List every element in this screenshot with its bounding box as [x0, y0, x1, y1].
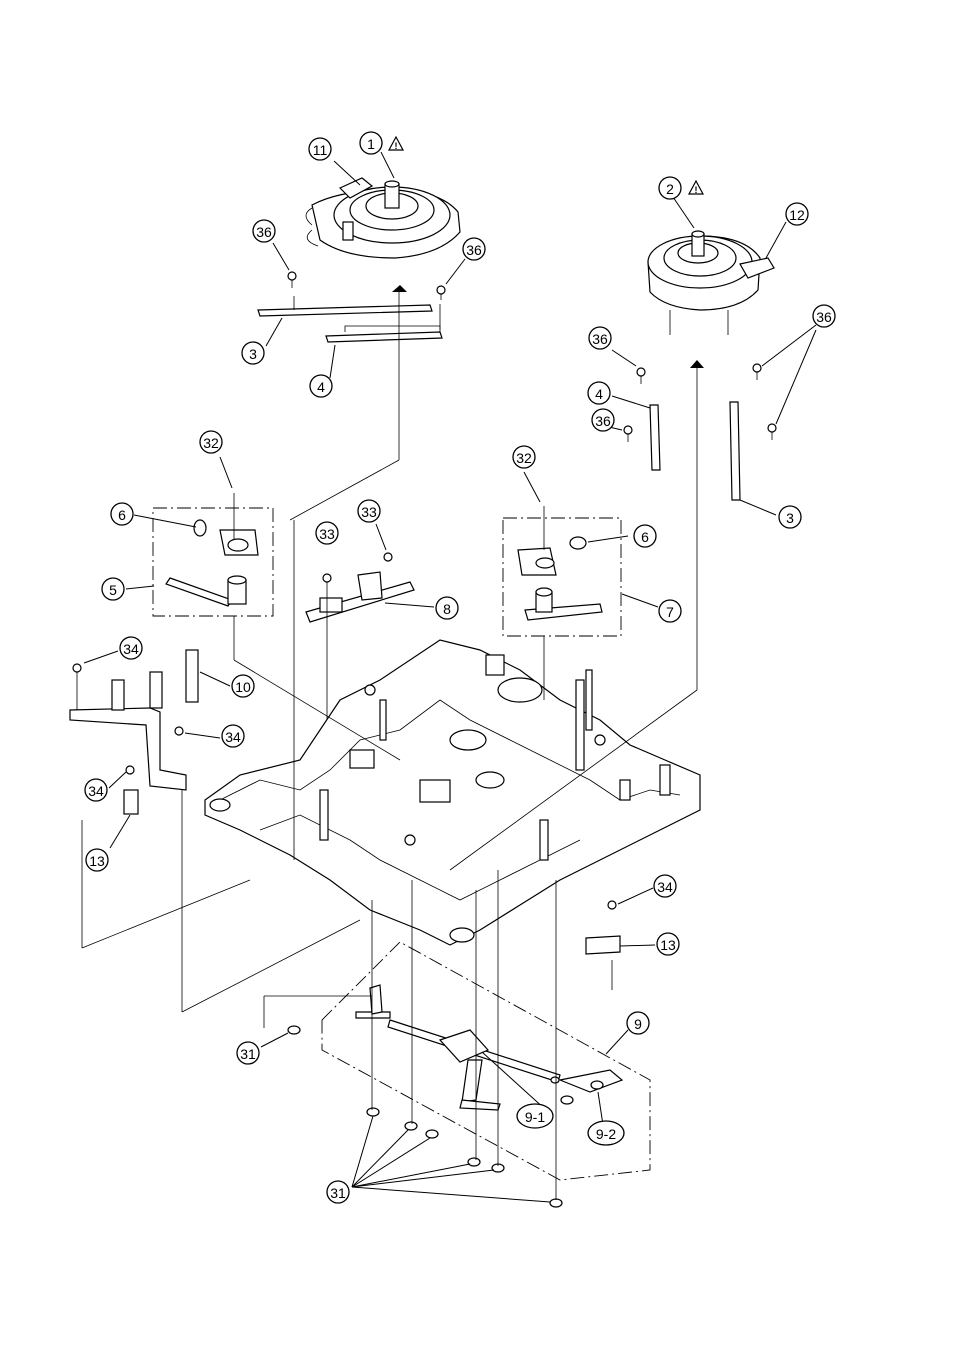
belts-vertical [650, 360, 740, 690]
callout-13a: 13 [86, 849, 108, 871]
reel-motor-left [306, 178, 460, 258]
assembly-box-5 [153, 493, 273, 616]
callout-12: 12 [786, 203, 808, 225]
callout-3b: 3 [779, 506, 801, 528]
callout-4b: 4 [588, 382, 610, 404]
callout-number: 8 [443, 601, 451, 617]
callout-33a: 33 [316, 522, 338, 544]
callout-number: 36 [592, 331, 608, 347]
callout-9-1: 9-1 [517, 1104, 553, 1128]
callout-1: 1 [360, 132, 382, 154]
callout-number: 10 [235, 679, 251, 695]
callout-number: 13 [660, 937, 676, 953]
callout-34a: 34 [120, 637, 142, 659]
callout-36d: 36 [813, 305, 835, 327]
callout-number: 34 [123, 641, 139, 657]
callout-32b: 32 [513, 446, 535, 468]
callout-11: 11 [309, 138, 331, 160]
callout-36b: 36 [463, 238, 485, 260]
callout-31b: 31 [327, 1181, 349, 1203]
callout-7: 7 [659, 600, 681, 622]
callout-number: 12 [789, 207, 805, 223]
callout-31a: 31 [237, 1042, 259, 1064]
callout-6a: 6 [111, 503, 133, 525]
callout-36c: 36 [589, 327, 611, 349]
belts-flat [258, 285, 442, 460]
callout-number: 32 [203, 435, 219, 451]
warning-icon: ! [389, 137, 403, 151]
callout-number: 34 [657, 879, 673, 895]
callout-number: 9-1 [525, 1109, 545, 1125]
callout-34b: 34 [222, 725, 244, 747]
callout-32a: 32 [200, 431, 222, 453]
callout-4a: 4 [310, 375, 332, 397]
callout-number: 13 [89, 853, 105, 869]
callout-36a: 36 [253, 220, 275, 242]
svg-text:!: ! [695, 185, 698, 195]
callout-number: 34 [225, 729, 241, 745]
callout-number: 31 [330, 1185, 346, 1201]
callout-3a: 3 [242, 342, 264, 364]
main-chassis [205, 640, 700, 945]
callout-34d: 34 [654, 875, 676, 897]
callout-number: 33 [361, 504, 377, 520]
callout-number: 4 [595, 386, 603, 402]
callout-number: 6 [118, 507, 126, 523]
callout-8: 8 [436, 597, 458, 619]
reel-motor-right [648, 231, 774, 335]
callout-36e: 36 [592, 409, 614, 431]
callout-5: 5 [102, 578, 124, 600]
callout-number: 3 [249, 346, 257, 362]
callout-2: 2 [659, 177, 681, 199]
callout-number: 2 [666, 181, 674, 197]
callout-number: 5 [109, 582, 117, 598]
callout-number: 6 [641, 529, 649, 545]
callout-33b: 33 [358, 500, 380, 522]
callout-13b: 13 [657, 933, 679, 955]
svg-text:!: ! [395, 141, 398, 151]
callout-10: 10 [232, 675, 254, 697]
callout-number: 33 [319, 526, 335, 542]
callout-number: 36 [466, 242, 482, 258]
callout-number: 4 [317, 379, 325, 395]
callout-9: 9 [627, 1012, 649, 1034]
callout-number: 34 [88, 783, 104, 799]
callout-number: 31 [240, 1046, 256, 1062]
callout-number: 11 [313, 142, 328, 158]
callout-number: 32 [516, 450, 532, 466]
callout-number: 3 [786, 510, 794, 526]
callout-number: 7 [666, 604, 674, 620]
warning-icon: ! [689, 181, 703, 195]
callout-number: 36 [256, 224, 272, 240]
callout-number: 1 [367, 136, 375, 152]
callout-number: 36 [595, 413, 611, 429]
callout-34c: 34 [85, 779, 107, 801]
callout-number: 9-2 [596, 1126, 616, 1142]
callout-number: 36 [816, 309, 832, 325]
assembly-box-7 [503, 506, 621, 636]
callout-6b: 6 [634, 525, 656, 547]
callout-9-2: 9-2 [588, 1121, 624, 1145]
callout-number: 9 [634, 1016, 642, 1032]
